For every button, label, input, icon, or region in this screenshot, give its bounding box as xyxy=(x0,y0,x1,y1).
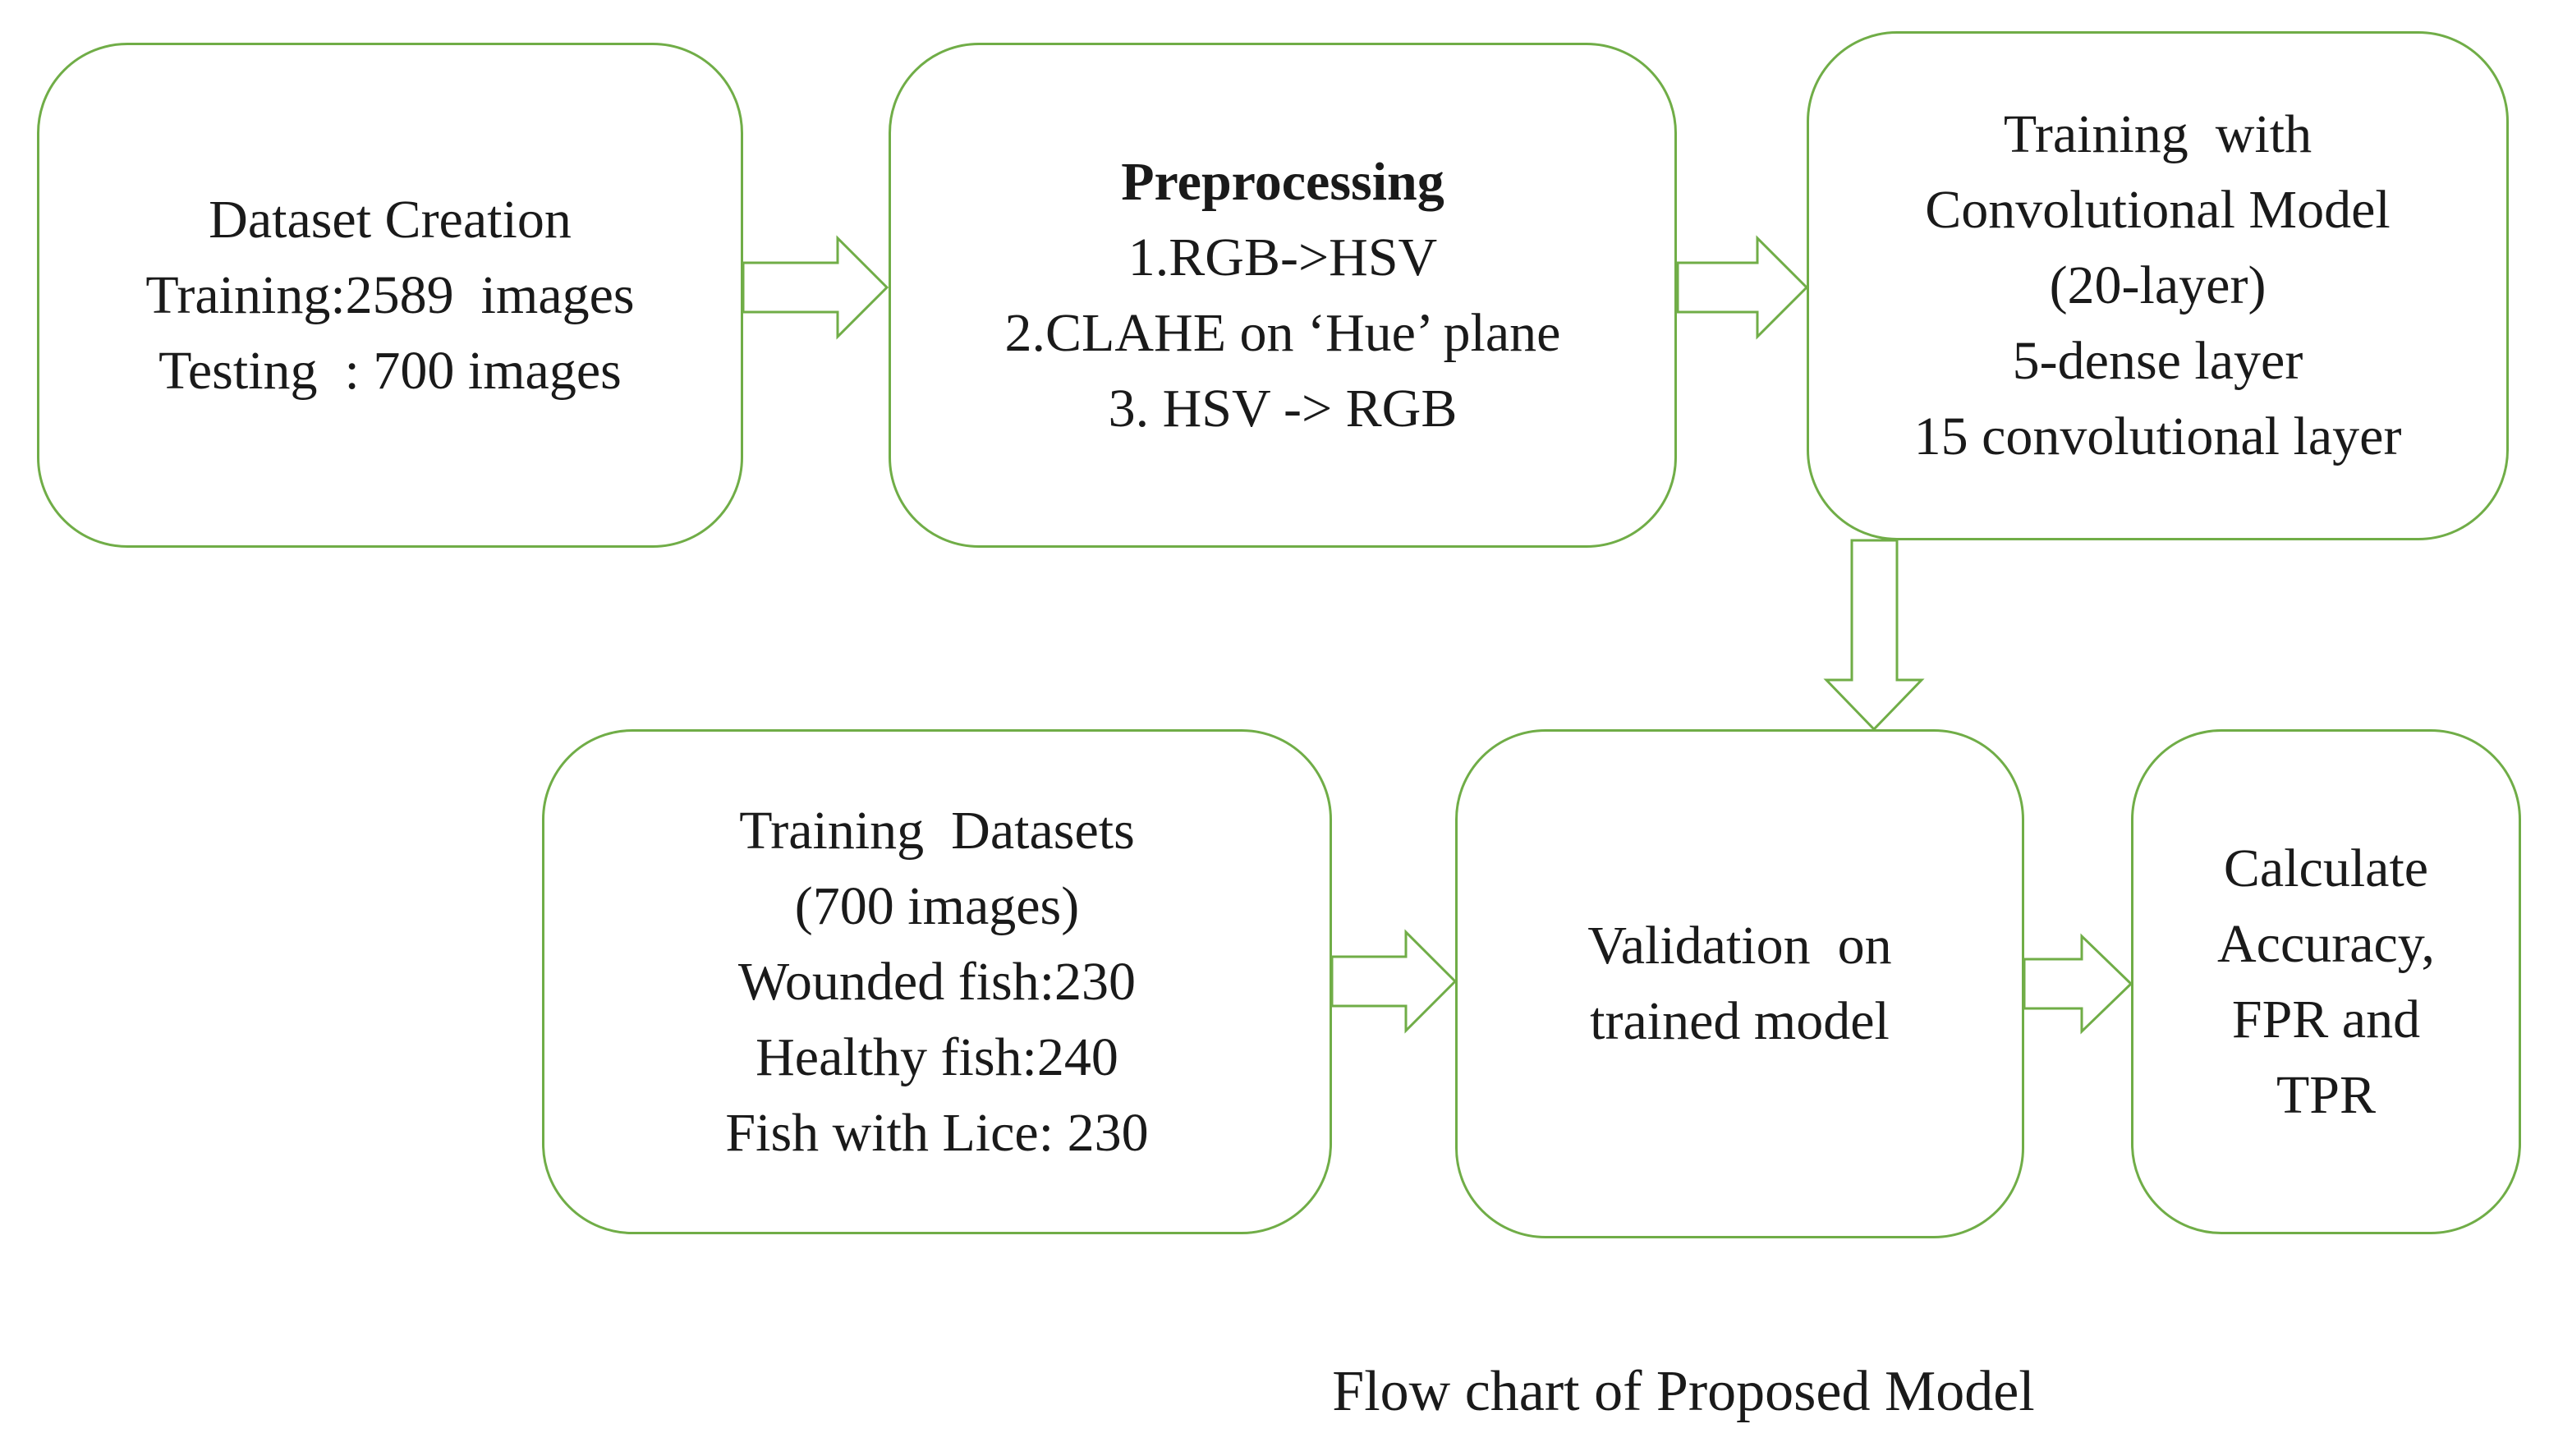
datasets-line-4: Healthy fish:240 xyxy=(756,1027,1118,1087)
calculate-line-2: Accuracy, xyxy=(2216,913,2436,974)
arrow-training-to-validation xyxy=(1823,539,1925,732)
training-line-5: 15 convolutional layer xyxy=(1913,406,2402,466)
node-training-conv-model: Training with Convolutional Model (20-la… xyxy=(1807,31,2509,540)
calculate-line-4: TPR xyxy=(2276,1064,2377,1125)
dataset-creation-line-3: Testing : 700 images xyxy=(158,340,622,401)
node-calculate-metrics: Calculate Accuracy, FPR and TPR xyxy=(2131,729,2521,1234)
preprocessing-step-1: 1.RGB->HSV xyxy=(1128,227,1438,287)
dataset-creation-line-2: Training:2589 images xyxy=(145,264,635,325)
arrow-preprocessing-to-training xyxy=(1676,235,1809,340)
arrow-validation-to-calculate xyxy=(2023,933,2133,1035)
validation-line-1: Validation on xyxy=(1587,916,1892,976)
datasets-line-1: Training Datasets xyxy=(739,800,1135,861)
training-line-2: Convolutional Model xyxy=(1925,180,2391,240)
preprocessing-step-3: 3. HSV -> RGB xyxy=(1108,378,1458,439)
preprocessing-step-2: 2.CLAHE on ‘Hue’ plane xyxy=(1004,302,1561,363)
node-preprocessing: Preprocessing 1.RGB->HSV 2.CLAHE on ‘Hue… xyxy=(889,43,1677,548)
dataset-creation-line-1: Dataset Creation xyxy=(209,189,572,250)
node-validation: Validation on trained model xyxy=(1455,729,2024,1238)
node-training-datasets: Training Datasets (700 images) Wounded f… xyxy=(542,729,1332,1234)
training-line-1: Training with xyxy=(2003,104,2312,164)
training-line-3: (20-layer) xyxy=(2049,255,2267,315)
arrow-datasets-to-validation xyxy=(1330,929,1458,1034)
arrow-dataset-to-preprocessing xyxy=(742,235,889,340)
node-dataset-creation: Dataset Creation Training:2589 images Te… xyxy=(37,43,743,548)
calculate-line-1: Calculate xyxy=(2223,838,2429,898)
training-line-4: 5-dense layer xyxy=(2012,331,2303,391)
datasets-line-2: (700 images) xyxy=(794,875,1080,936)
figure-caption: Flow chart of Proposed Model xyxy=(1332,1360,2035,1423)
datasets-line-3: Wounded fish:230 xyxy=(737,951,1137,1012)
calculate-line-3: FPR and xyxy=(2231,989,2421,1050)
validation-line-2: trained model xyxy=(1590,991,1890,1051)
datasets-line-5: Fish with Lice: 230 xyxy=(725,1102,1149,1163)
preprocessing-title: Preprocessing xyxy=(1121,151,1444,212)
